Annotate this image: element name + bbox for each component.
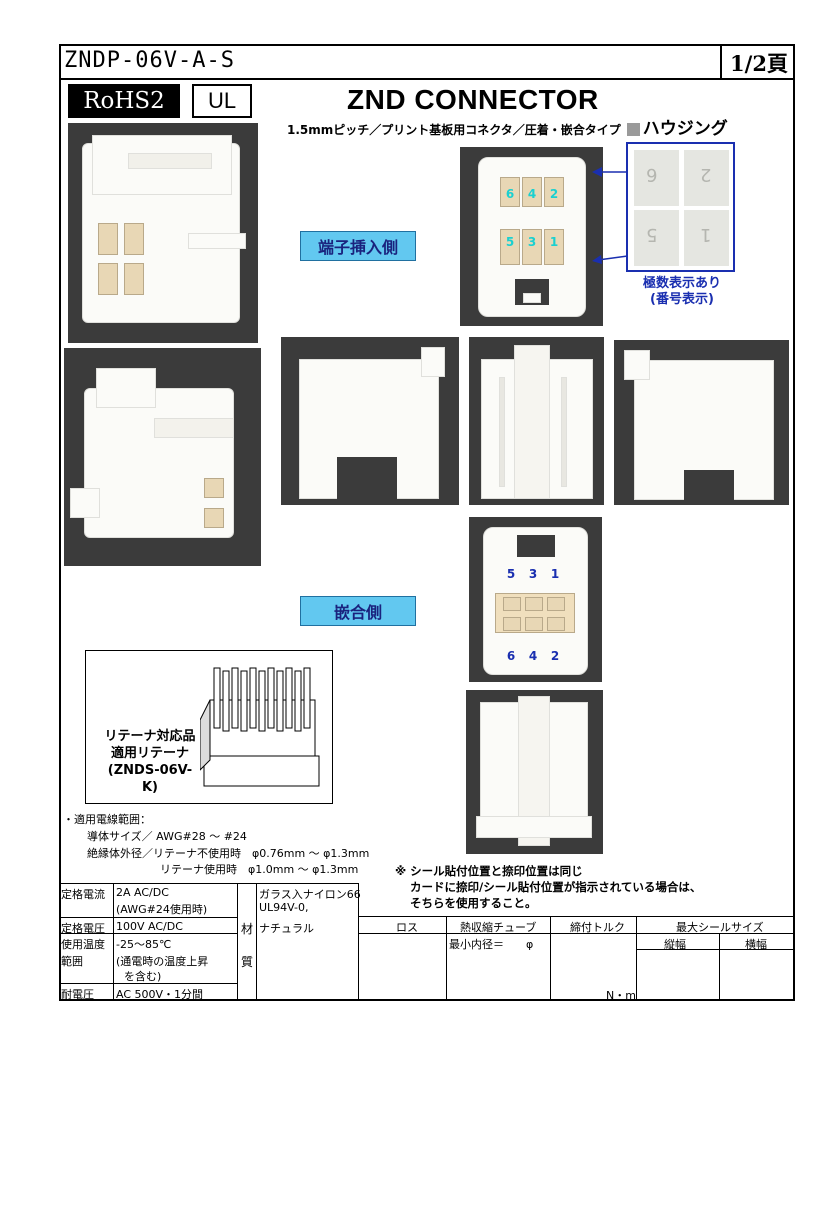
retainer-pin — [303, 667, 311, 729]
retainer-drawing — [200, 667, 320, 787]
retainer-pin — [213, 667, 221, 729]
pin-number: 3 — [528, 567, 538, 581]
pin-number: 6 — [506, 649, 516, 663]
retainer-pin — [294, 670, 302, 732]
retainer-label: リテーナ対応品 適用リテーナ (ZNDS-06V-K) — [100, 728, 200, 796]
retainer-part-number: (ZNDS-06V-K) — [107, 763, 193, 795]
heat-shrink-header: 熱収縮チューブ — [460, 921, 537, 934]
retainer-line-1: リテーナ対応品 — [104, 729, 196, 744]
side-view-photo-2 — [469, 337, 604, 505]
embossed-number: 5 — [646, 224, 658, 245]
material-3: ナチュラル — [259, 922, 314, 935]
retainer-pin — [276, 670, 284, 732]
header-divider — [59, 78, 795, 80]
retainer-pin — [222, 670, 230, 732]
pin-number: 4 — [527, 187, 537, 201]
embossed-numbers-closeup: 6 2 5 1 — [626, 142, 735, 272]
temp-value: -25～85℃ — [116, 938, 172, 951]
insulation-diameter-retainer: リテーナ使用時 φ1.0mm ～ φ1.3mm — [160, 863, 359, 876]
pin-number: 5 — [506, 567, 516, 581]
withstand-value: AC 500V・1分間 — [116, 988, 204, 1001]
pole-number-note-sub: (番号表示) — [650, 292, 714, 307]
seal-size-header: 最大シールサイズ — [676, 921, 764, 934]
material-label: 材 — [241, 922, 254, 936]
model-number: ZNDP-06V-A-S — [64, 48, 235, 73]
connector-photo-iso-2 — [64, 348, 261, 566]
embossed-number: 1 — [700, 224, 712, 245]
embossed-number: 6 — [646, 164, 658, 185]
gray-square-icon — [626, 123, 640, 136]
seal-width-header: 横幅 — [745, 938, 767, 951]
document-frame — [59, 44, 795, 1001]
temp-label-2: 範囲 — [61, 955, 83, 968]
insertion-side-photo: 6 4 2 5 3 1 — [460, 147, 603, 326]
retainer-line-2: 適用リテーナ — [110, 746, 189, 761]
seal-note-2: カードに捺印/シール貼付位置が指示されている場合は、 — [410, 880, 702, 894]
pin-number: 1 — [549, 235, 559, 249]
rated-voltage-label: 定格電圧 — [61, 922, 105, 935]
pin-number: 3 — [527, 235, 537, 249]
mating-side-label: 嵌合側 — [300, 596, 416, 626]
temp-note-2: を含む) — [124, 970, 162, 983]
material-label-2: 質 — [241, 955, 254, 969]
retainer-pin — [249, 667, 257, 729]
pole-number-note: 極数表示あり — [642, 276, 721, 291]
subtitle: 1.5mmピッチ／プリント基板用コネクタ／圧着・嵌合タイプ ハウジング — [287, 114, 728, 139]
inner-diameter: 最小内径＝ φ — [449, 938, 534, 951]
rohs-badge: RoHS2 — [68, 84, 180, 118]
retainer-pin — [231, 667, 239, 729]
pin-number: 1 — [550, 567, 560, 581]
connector-photo-iso-1 — [68, 123, 258, 343]
loss-header: ロス — [396, 921, 418, 934]
retainer-pin — [285, 667, 293, 729]
pin-number: 4 — [528, 649, 538, 663]
pin-number: 5 — [505, 235, 515, 249]
rated-current-value: 2A AC/DC — [116, 886, 169, 899]
page-number: 1/2頁 — [730, 51, 788, 76]
wire-range-heading: ・適用電線範囲： — [63, 813, 151, 826]
torque-unit: N・m — [606, 989, 636, 1002]
temp-note-1: (通電時の温度上昇 — [116, 955, 209, 968]
conductor-size: 導体サイズ／ AWG#28 ～ #24 — [87, 830, 247, 843]
pointer-arrows — [592, 167, 636, 264]
temp-label: 使用温度 — [61, 938, 105, 951]
insertion-side-label: 端子挿入側 — [300, 231, 416, 261]
subtitle-text: 1.5mmピッチ／プリント基板用コネクタ／圧着・嵌合タイプ — [287, 123, 621, 137]
rated-current-note: (AWG#24使用時) — [116, 903, 208, 916]
rated-current-label: 定格電流 — [61, 888, 105, 901]
side-view-photo-3 — [614, 340, 789, 505]
pin-number: 2 — [550, 649, 560, 663]
rated-voltage-value: 100V AC/DC — [116, 920, 183, 933]
seal-height-header: 縦幅 — [664, 938, 686, 951]
side-view-photo-1 — [281, 337, 459, 505]
retainer-box — [85, 650, 333, 804]
torque-header: 締付トルク — [570, 921, 625, 934]
retainer-pin — [267, 667, 275, 729]
category-label: ハウジング — [642, 119, 728, 139]
bottom-view-photo — [466, 690, 603, 854]
seal-note-1: ※ シール貼付位置と捺印位置は同じ — [395, 864, 583, 878]
seal-note-3: そちらを使用すること。 — [410, 896, 537, 910]
material-1: ガラス入ナイロン66 — [259, 888, 361, 901]
page-divider — [720, 44, 722, 79]
embossed-number: 2 — [700, 164, 712, 185]
retainer-pin — [258, 670, 266, 732]
insulation-diameter: 絶縁体外径／リテーナ不使用時 φ0.76mm ～ φ1.3mm — [87, 847, 370, 860]
page-title: ZND CONNECTOR — [347, 84, 599, 115]
material-2: UL94V-0, — [259, 901, 309, 914]
pin-number: 6 — [505, 187, 515, 201]
pin-number: 2 — [549, 187, 559, 201]
retainer-pin — [240, 670, 248, 732]
mating-side-photo: 5 3 1 6 4 2 — [469, 517, 602, 682]
withstand-label: 耐電圧 — [61, 988, 94, 1001]
ul-badge: UL — [192, 84, 252, 118]
